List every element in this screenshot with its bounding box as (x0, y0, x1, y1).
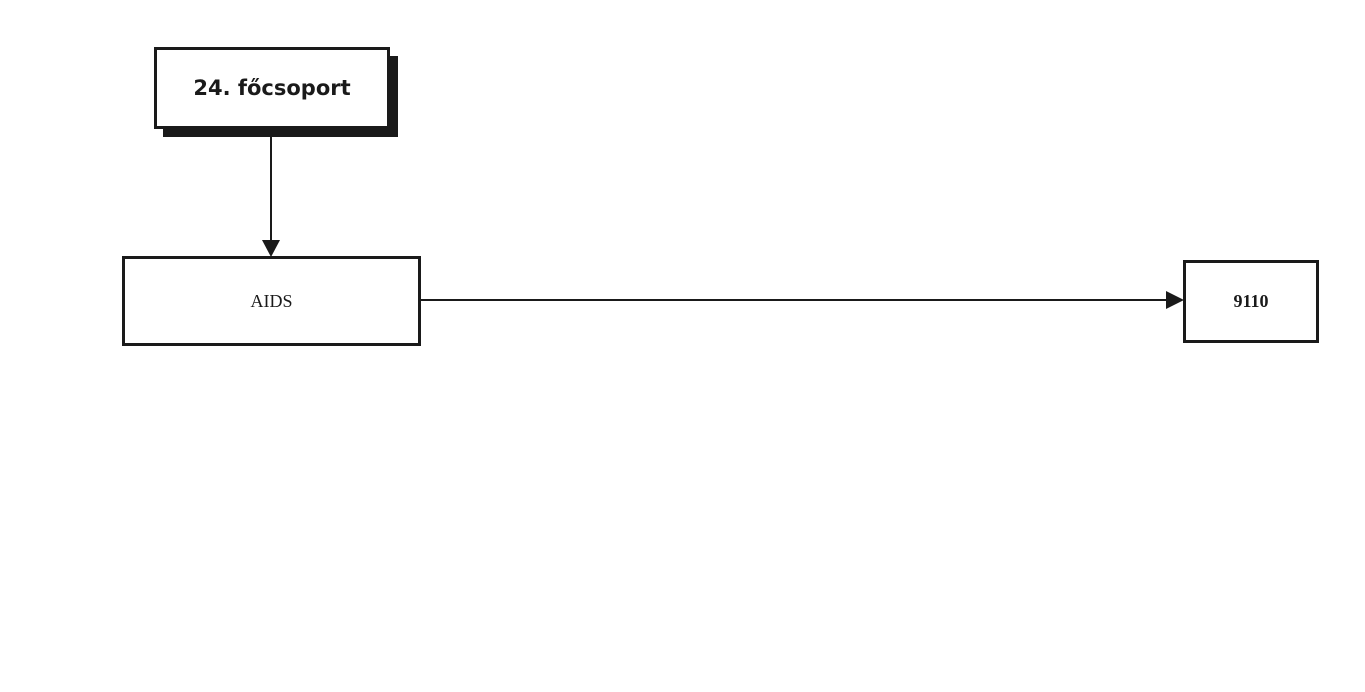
group-box: 24. főcsoport (154, 47, 390, 129)
disease-label: AIDS (250, 290, 293, 311)
group-label: 24. főcsoport (193, 76, 351, 100)
arrowhead-right (1166, 291, 1184, 309)
arrowhead-down (262, 240, 280, 257)
disease-box: AIDS (122, 256, 421, 346)
code-box: 9110 (1183, 260, 1319, 343)
code-label: 9110 (1233, 291, 1269, 311)
